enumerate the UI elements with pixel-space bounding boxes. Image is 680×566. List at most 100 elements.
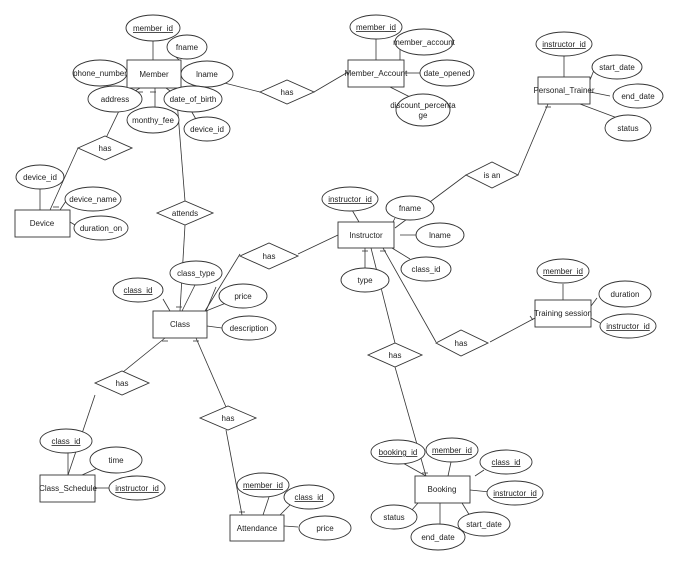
entity-member[interactable]: Member [126,59,182,89]
attribute-account-member-account[interactable]: member_account [393,28,456,56]
relationship-class-has-attendance[interactable]: has [198,405,258,431]
attribute-label: time [108,456,124,465]
entity-member-account[interactable]: Member_Account [345,59,408,88]
attribute-member-fname[interactable]: fname [166,34,208,60]
attribute-label: instructor_id [328,195,372,204]
attribute-label: device_id [190,125,224,134]
entity-label: Class [170,320,190,329]
attribute-label: fname [399,204,422,213]
entity-class[interactable]: Class [152,310,208,339]
attribute-label: lname [196,70,218,79]
attribute-trainer-end-date[interactable]: end_date [612,83,664,109]
attribute-member-monthy-fee[interactable]: monthy_fee [126,106,180,134]
entity-training-session[interactable]: Training session [534,299,592,328]
attribute-label: device_id [23,173,57,182]
attribute-label: member_id [133,24,173,33]
attribute-member-date-of-birth[interactable]: date_of_birth [163,85,223,113]
attribute-booking-class-id[interactable]: class_id [479,449,533,475]
relationship-label: has [116,379,129,388]
relationship-instructor-has-booking[interactable]: has [366,342,424,368]
relationship-is-an[interactable]: is an [464,161,520,189]
attribute-label: monthy_fee [132,116,174,125]
attribute-attendance-member-id[interactable]: member_id [236,472,290,498]
attribute-schedule-instructor-id[interactable]: instructor_id [108,475,166,501]
attribute-trainer-status[interactable]: status [604,114,652,142]
entity-label: Class_Schedule [39,484,97,493]
attribute-label: date_of_birth [170,95,217,104]
attribute-member-phone-number[interactable]: phone_number [72,59,128,87]
relationship-instructor-has-class[interactable]: has [238,242,300,270]
entity-class-schedule[interactable]: Class_Schedule [39,474,97,503]
entity-device[interactable]: Device [14,209,71,238]
relationship-label: has [222,414,235,423]
attribute-member-address[interactable]: address [87,85,143,113]
attribute-label: description [230,324,269,333]
attribute-label: instructor_id [542,40,586,49]
attribute-label: status [617,124,638,133]
attribute-booking-instructor-id[interactable]: instructor_id [486,480,544,506]
attribute-instructor-lname[interactable]: lname [415,222,465,248]
attribute-label: address [101,95,129,104]
attribute-label: member_account [393,38,456,47]
attribute-session-duration[interactable]: duration [598,280,652,308]
attribute-schedule-class-id[interactable]: class_id [39,428,93,454]
attribute-trainer-start-date[interactable]: start_date [591,54,643,80]
attribute-instructor-instructor-id[interactable]: instructor_id [321,186,379,212]
relationship-label: has [281,88,294,97]
attribute-booking-status[interactable]: status [370,504,418,530]
attribute-label: instructor_id [115,484,159,493]
attribute-label: member_id [356,23,396,32]
entity-booking[interactable]: Booking [414,475,471,504]
relationship-label: has [263,252,276,261]
attribute-account-member-id[interactable]: member_id [349,14,403,40]
attribute-account-date-opened[interactable]: date_opened [419,59,475,87]
attribute-label: member_id [243,481,283,490]
attribute-label: price [234,292,252,301]
attribute-attendance-class-id[interactable]: class_id [283,484,335,510]
attribute-device-name[interactable]: device_name [64,186,122,212]
entity-personal-trainer[interactable]: Personal_Trainer [533,76,595,105]
entity-instructor[interactable]: Instructor [337,221,395,249]
attribute-instructor-fname[interactable]: fname [385,195,435,221]
attribute-booking-start-date[interactable]: start_date [457,511,511,537]
attribute-label: lname [429,231,451,240]
entity-label: Training session [534,309,592,318]
entity-attendance[interactable]: Attendance [229,514,285,542]
attribute-member-member-id[interactable]: member_id [125,14,181,42]
attribute-booking-member-id[interactable]: member_id [425,437,479,463]
entity-label: Booking [428,485,457,494]
attribute-booking-booking-id[interactable]: booking_id [370,439,426,465]
relationship-instructor-has-session[interactable]: has [435,329,490,357]
relationship-member-has-device[interactable]: has [76,135,134,161]
relationship-label: has [389,351,402,360]
entity-label: Member [139,70,169,79]
attribute-class-class-id[interactable]: class_id [112,277,164,303]
attribute-booking-end-date[interactable]: end_date [410,523,466,551]
attribute-device-device-id[interactable]: device_id [15,164,65,190]
relationship-attends[interactable]: attends [155,200,215,226]
attribute-trainer-instructor-id[interactable]: instructor_id [535,31,593,57]
attribute-schedule-time[interactable]: time [89,446,143,474]
attribute-device-duration-on[interactable]: duration_on [73,215,129,241]
attribute-label: duration [611,290,640,299]
relationship-member-has-account[interactable]: has [258,79,316,105]
attribute-label: end_date [421,533,455,542]
attribute-session-instructor-id[interactable]: instructor_id [599,313,657,339]
attribute-member-device-id[interactable]: device_id [183,116,231,142]
attribute-class-class-type[interactable]: class_type [169,260,223,286]
attribute-class-price[interactable]: price [218,283,268,309]
attribute-session-member-id[interactable]: member_id [536,258,590,284]
attribute-member-lname[interactable]: lname [180,60,234,88]
relationship-class-has-schedule[interactable]: has [93,370,151,396]
attribute-label: member_id [543,267,583,276]
attribute-label: price [316,524,334,533]
attribute-class-description[interactable]: description [221,315,277,341]
attribute-instructor-class-id[interactable]: class_id [400,256,452,282]
attribute-label: status [383,513,404,522]
attribute-instructor-type[interactable]: type [340,267,390,293]
attribute-label: class_type [177,269,215,278]
attribute-attendance-price[interactable]: price [298,515,352,541]
entity-label: Member_Account [345,69,408,78]
